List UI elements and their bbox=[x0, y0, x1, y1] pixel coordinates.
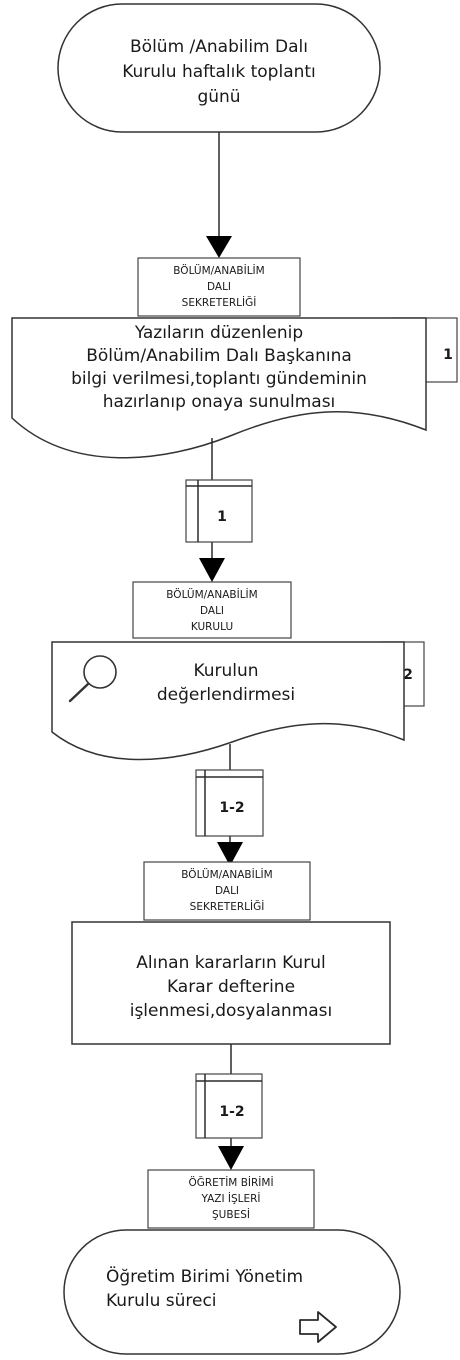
actor-1-line-1: BÖLÜM/ANABİLİM bbox=[173, 264, 264, 277]
process-1-line-1: Alınan kararların Kurul bbox=[136, 953, 325, 973]
page-connector-2[interactable]: 1-2 bbox=[195, 769, 264, 837]
document-step-2[interactable]: 2 Kurulun değerlendirmesi bbox=[51, 641, 425, 761]
document-1-line-2: Bölüm/Anabilim Dalı Başkanına bbox=[86, 346, 352, 366]
start-terminal[interactable]: Bölüm /Anabilim Dalı Kurulu haftalık top… bbox=[57, 3, 381, 133]
actor-2-line-2: DALI bbox=[200, 605, 224, 617]
document-step-1[interactable]: 1 Yazıların düzenlenip Bölüm/Anabilim Da… bbox=[11, 317, 458, 459]
document-1-ref: 1 bbox=[443, 347, 453, 363]
actor-box-2: BÖLÜM/ANABİLİM DALI KURULU bbox=[132, 581, 292, 639]
document-2-ref: 2 bbox=[403, 667, 413, 683]
connector-3-label: 1-2 bbox=[219, 1104, 244, 1120]
actor-1-line-2: DALI bbox=[207, 281, 231, 293]
outline-arrow-icon bbox=[299, 1311, 337, 1343]
start-terminal-line-3: günü bbox=[197, 87, 240, 107]
actor-3-line-1: BÖLÜM/ANABİLİM bbox=[181, 868, 272, 881]
document-2-line-1: Kurulun bbox=[193, 661, 258, 681]
connector-1-label: 1 bbox=[217, 509, 227, 525]
process-step-1[interactable]: Alınan kararların Kurul Karar defterine … bbox=[71, 921, 391, 1045]
actor-box-1: BÖLÜM/ANABİLİM DALI SEKRETERLİĞİ bbox=[137, 257, 301, 317]
actor-2-line-3: KURULU bbox=[191, 621, 233, 633]
process-1-line-2: Karar defterine bbox=[167, 977, 295, 997]
document-2-line-2: değerlendirmesi bbox=[157, 685, 295, 705]
page-connector-1[interactable]: 1 bbox=[185, 479, 253, 543]
page-connector-3[interactable]: 1-2 bbox=[195, 1073, 263, 1139]
document-1-line-1: Yazıların düzenlenip bbox=[134, 323, 303, 343]
start-terminal-line-2: Kurulu haftalık toplantı bbox=[122, 62, 316, 82]
end-terminal[interactable]: Öğretim Birimi Yönetim Kurulu süreci bbox=[63, 1229, 401, 1355]
actor-4-line-2: YAZI İŞLERİ bbox=[200, 1192, 260, 1205]
magnifier-icon bbox=[68, 655, 117, 703]
document-1-line-4: hazırlanıp onaya sunulması bbox=[103, 392, 336, 412]
process-1-line-3: işlenmesi,dosyalanması bbox=[130, 1001, 333, 1021]
actor-3-line-2: DALI bbox=[215, 885, 239, 897]
document-1-line-3: bilgi verilmesi,toplantı gündeminin bbox=[71, 369, 367, 389]
actor-3-line-3: SEKRETERLİĞİ bbox=[190, 900, 265, 913]
flow-arrow-1 bbox=[206, 132, 232, 258]
end-terminal-line-2: Kurulu süreci bbox=[106, 1291, 217, 1311]
actor-4-line-3: ŞUBESİ bbox=[212, 1208, 250, 1221]
start-terminal-line-1: Bölüm /Anabilim Dalı bbox=[130, 37, 308, 57]
actor-box-3: BÖLÜM/ANABİLİM DALI SEKRETERLİĞİ bbox=[143, 861, 311, 921]
actor-4-line-1: ÖĞRETİM BİRİMİ bbox=[188, 1176, 273, 1189]
end-terminal-line-1: Öğretim Birimi Yönetim bbox=[106, 1265, 303, 1287]
actor-2-line-1: BÖLÜM/ANABİLİM bbox=[166, 588, 257, 601]
connector-2-label: 1-2 bbox=[219, 800, 244, 816]
actor-box-4: ÖĞRETİM BİRİMİ YAZI İŞLERİ ŞUBESİ bbox=[147, 1169, 315, 1229]
actor-1-line-3: SEKRETERLİĞİ bbox=[182, 296, 257, 309]
